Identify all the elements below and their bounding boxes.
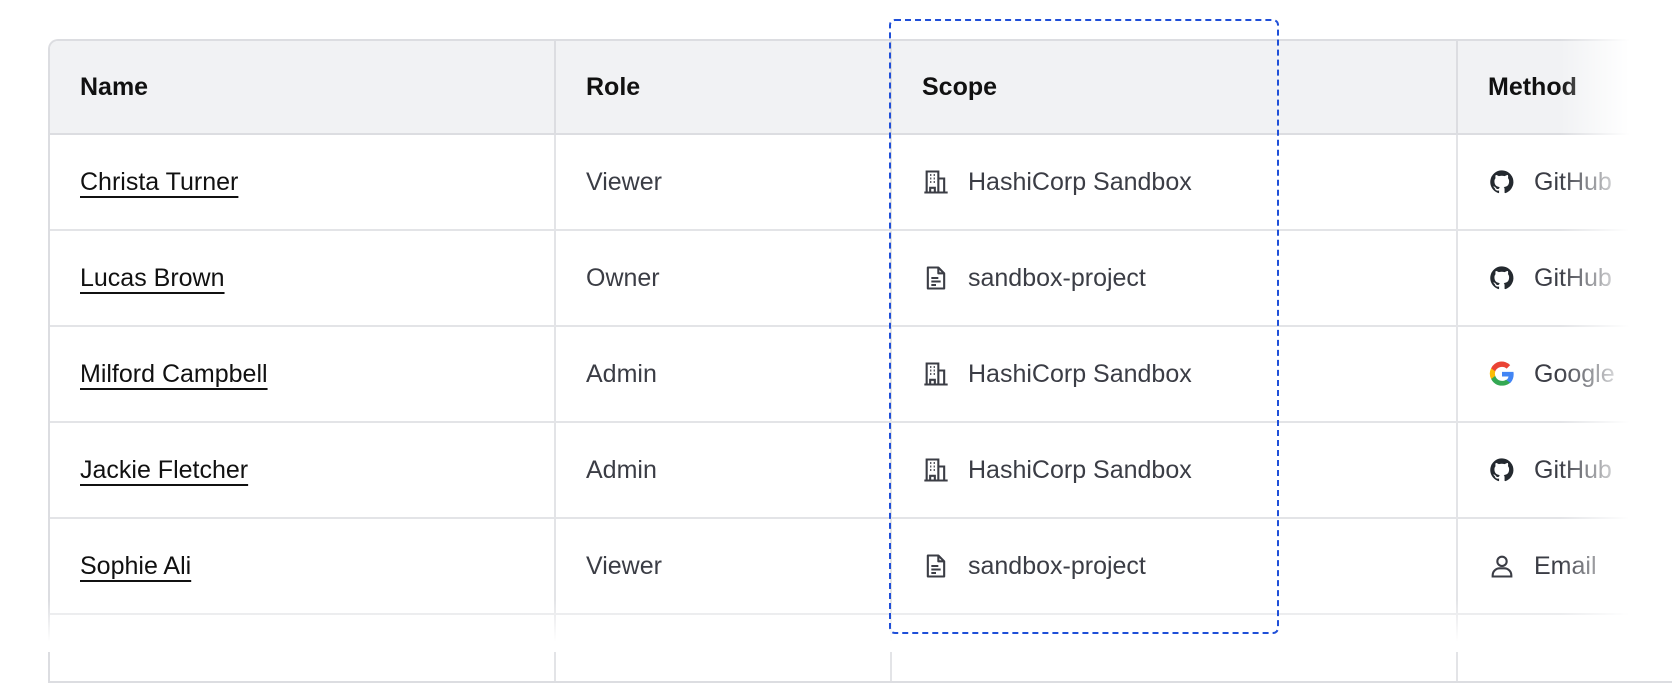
method-cell: Email [1457, 518, 1672, 615]
role-cell: Viewer [555, 518, 892, 615]
method-label: Google [1534, 359, 1615, 388]
name-cell: Sophie Ali [50, 518, 556, 615]
method-label: GitHub [1534, 167, 1612, 196]
method-cell: GitHub [1457, 230, 1672, 327]
method-cell: Google [1457, 326, 1672, 423]
table-row: Sophie Ali Viewer sandbox-project Email [50, 518, 1672, 615]
building-icon [922, 456, 950, 484]
table-row: Milford Campbell Admin HashiCorp Sandbox… [50, 326, 1672, 423]
building-icon [922, 360, 950, 388]
scope-label: HashiCorp Sandbox [968, 455, 1192, 484]
scope-cell: HashiCorp Sandbox [891, 422, 1458, 519]
users-table: Name Role Scope Method Christa Turner Vi… [48, 39, 1672, 683]
scope-cell: HashiCorp Sandbox [891, 326, 1458, 423]
scope-label: sandbox-project [968, 263, 1146, 292]
table-row: Christa Turner Viewer HashiCorp Sandbox … [50, 134, 1672, 231]
file-text-icon [922, 264, 950, 292]
method-cell: GitHub [1457, 134, 1672, 231]
github-icon [1488, 264, 1516, 292]
scope-cell: HashiCorp Sandbox [891, 134, 1458, 231]
method-label: GitHub [1534, 263, 1612, 292]
user-name-link[interactable]: Sophie Ali [80, 551, 192, 580]
scope-label: HashiCorp Sandbox [968, 359, 1192, 388]
google-icon [1488, 360, 1516, 388]
role-cell: Admin [555, 422, 892, 519]
user-name-link[interactable]: Jackie Fletcher [80, 455, 249, 484]
column-header-role[interactable]: Role [555, 41, 892, 135]
name-cell: Jackie Fletcher [50, 422, 556, 519]
role-cell: Owner [555, 230, 892, 327]
column-header-method[interactable]: Method [1457, 41, 1672, 135]
table-row: Lucas Brown Owner sandbox-project GitHub [50, 230, 1672, 327]
name-cell: Milford Campbell [50, 326, 556, 423]
file-text-icon [922, 552, 950, 580]
name-cell: Lucas Brown [50, 230, 556, 327]
user-name-link[interactable]: Milford Campbell [80, 359, 268, 388]
user-name-link[interactable]: Christa Turner [80, 167, 239, 196]
table-header-row: Name Role Scope Method [50, 41, 1672, 135]
user-icon [1488, 552, 1516, 580]
role-cell: Admin [555, 326, 892, 423]
github-icon [1488, 168, 1516, 196]
scope-cell: sandbox-project [891, 518, 1458, 615]
scope-label: HashiCorp Sandbox [968, 167, 1192, 196]
scope-cell: sandbox-project [891, 230, 1458, 327]
column-header-name[interactable]: Name [50, 41, 556, 135]
column-header-scope[interactable]: Scope [891, 41, 1458, 135]
building-icon [922, 168, 950, 196]
table-row: Jackie Fletcher Admin HashiCorp Sandbox … [50, 422, 1672, 519]
name-cell: Christa Turner [50, 134, 556, 231]
role-cell: Viewer [555, 134, 892, 231]
scope-label: sandbox-project [968, 551, 1146, 580]
user-name-link[interactable]: Lucas Brown [80, 263, 225, 292]
method-label: GitHub [1534, 455, 1612, 484]
table-row [50, 614, 1672, 681]
method-cell: GitHub [1457, 422, 1672, 519]
github-icon [1488, 456, 1516, 484]
method-label: Email [1534, 551, 1597, 580]
